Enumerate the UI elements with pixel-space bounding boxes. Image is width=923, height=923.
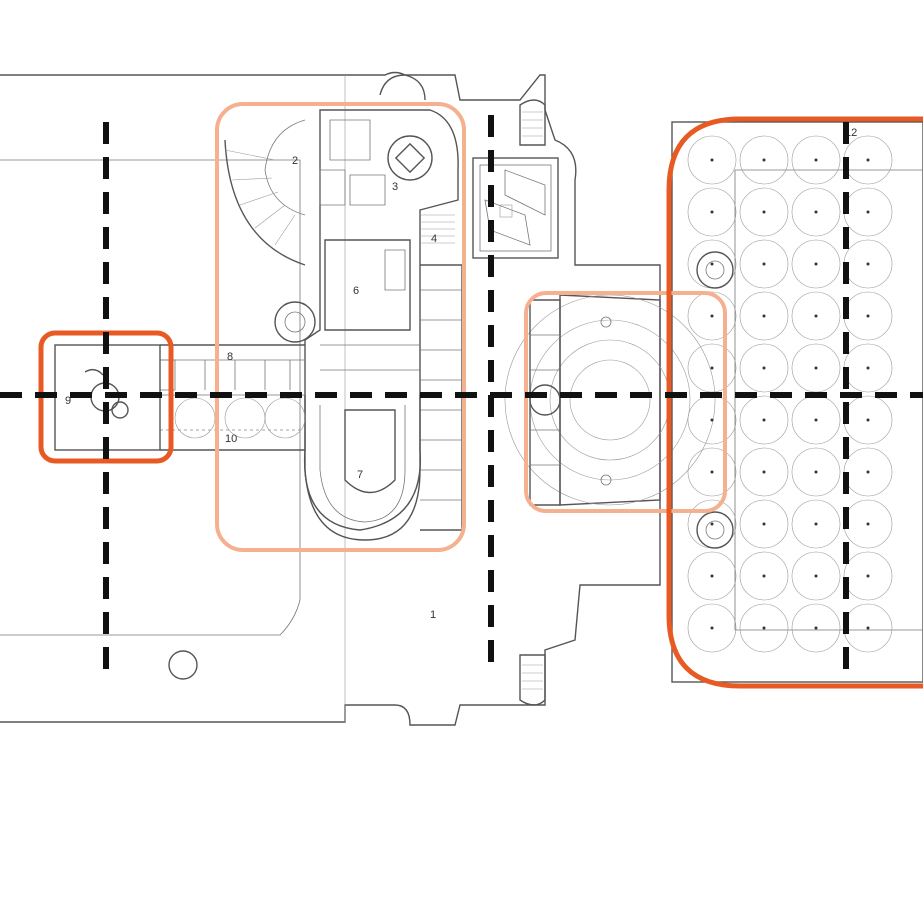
tree-circle (739, 551, 789, 601)
tree-center-dot (710, 626, 714, 630)
axis-lines (0, 115, 923, 675)
tree-circle (739, 291, 789, 341)
tree-circle (791, 239, 841, 289)
tree-center-dot (710, 262, 714, 266)
tree-center-dot (762, 262, 766, 266)
highlight-tree-grove (666, 116, 923, 689)
tree-circle (739, 239, 789, 289)
tree-center-dot (866, 522, 870, 526)
site-left-parcel (0, 159, 301, 636)
tree-circle (791, 447, 841, 497)
tree-center-dot (710, 158, 714, 162)
label-2: 2 (292, 155, 298, 167)
room-labels: 1 2 3 4 6 7 8 9 10 12 (65, 127, 857, 621)
label-6: 6 (353, 285, 359, 297)
tree-center-dot (866, 158, 870, 162)
label-8: 8 (227, 351, 233, 363)
tree-center-dot (866, 366, 870, 370)
tree-circle (739, 187, 789, 237)
tree-center-dot (866, 574, 870, 578)
tree-center-dot (866, 314, 870, 318)
tree-circle (739, 447, 789, 497)
tree-circle (687, 447, 737, 497)
tree-center-dot (710, 366, 714, 370)
tree-center-dot (762, 366, 766, 370)
tree-center-dot (710, 574, 714, 578)
highlight-main-building (215, 102, 466, 552)
tree-circle (687, 187, 737, 237)
tree-center-dot (814, 262, 818, 266)
tree-center-dot (710, 418, 714, 422)
main-building (224, 109, 459, 531)
tree-center-dot (866, 470, 870, 474)
garden-courtyard (472, 157, 559, 259)
tree-circle (791, 603, 841, 653)
tree-center-dot (762, 210, 766, 214)
label-7: 7 (357, 469, 363, 481)
tree-circle (687, 291, 737, 341)
tree-center-dot (814, 314, 818, 318)
tree-center-dot (762, 522, 766, 526)
tree-center-dot (762, 574, 766, 578)
tree-circle (687, 551, 737, 601)
tree-circle (791, 187, 841, 237)
tree-center-dot (814, 470, 818, 474)
label-4: 4 (431, 233, 437, 245)
site-boundary (0, 71, 661, 726)
tree-circle (791, 135, 841, 185)
tree-circle (687, 603, 737, 653)
tree-circle (739, 395, 789, 445)
tree-circle (791, 499, 841, 549)
central-pavilion (504, 294, 716, 506)
label-9: 9 (65, 395, 71, 407)
tree-center-dot (814, 366, 818, 370)
tree-center-dot (866, 210, 870, 214)
tree-center-dot (814, 210, 818, 214)
tree-center-dot (762, 626, 766, 630)
tree-circle (791, 291, 841, 341)
tree-circle (739, 603, 789, 653)
tree-circle (843, 551, 893, 601)
corner-stairs (168, 74, 734, 706)
tree-center-dot (866, 626, 870, 630)
tree-center-dot (814, 574, 818, 578)
tree-center-dot (814, 522, 818, 526)
tree-center-dot (710, 210, 714, 214)
tree-center-dot (866, 418, 870, 422)
tree-circle (739, 135, 789, 185)
tree-circle (791, 551, 841, 601)
tree-center-dot (814, 418, 818, 422)
highlight-central-pavilion (524, 291, 727, 513)
tree-center-dot (762, 418, 766, 422)
tree-center-dot (814, 626, 818, 630)
tree-center-dot (710, 522, 714, 526)
tree-center-dot (710, 470, 714, 474)
tree-circle (739, 343, 789, 393)
tree-circle (739, 499, 789, 549)
tree-center-dot (710, 314, 714, 318)
tree-center-dot (814, 158, 818, 162)
tree-center-dot (762, 470, 766, 474)
tree-circle (687, 135, 737, 185)
tree-center-dot (866, 262, 870, 266)
tree-grove (671, 121, 923, 683)
tree-center-dot (762, 314, 766, 318)
label-3: 3 (392, 181, 398, 193)
label-10: 10 (225, 433, 237, 445)
oval-room (304, 395, 421, 541)
tree-center-dot (762, 158, 766, 162)
label-1: 1 (430, 609, 436, 621)
